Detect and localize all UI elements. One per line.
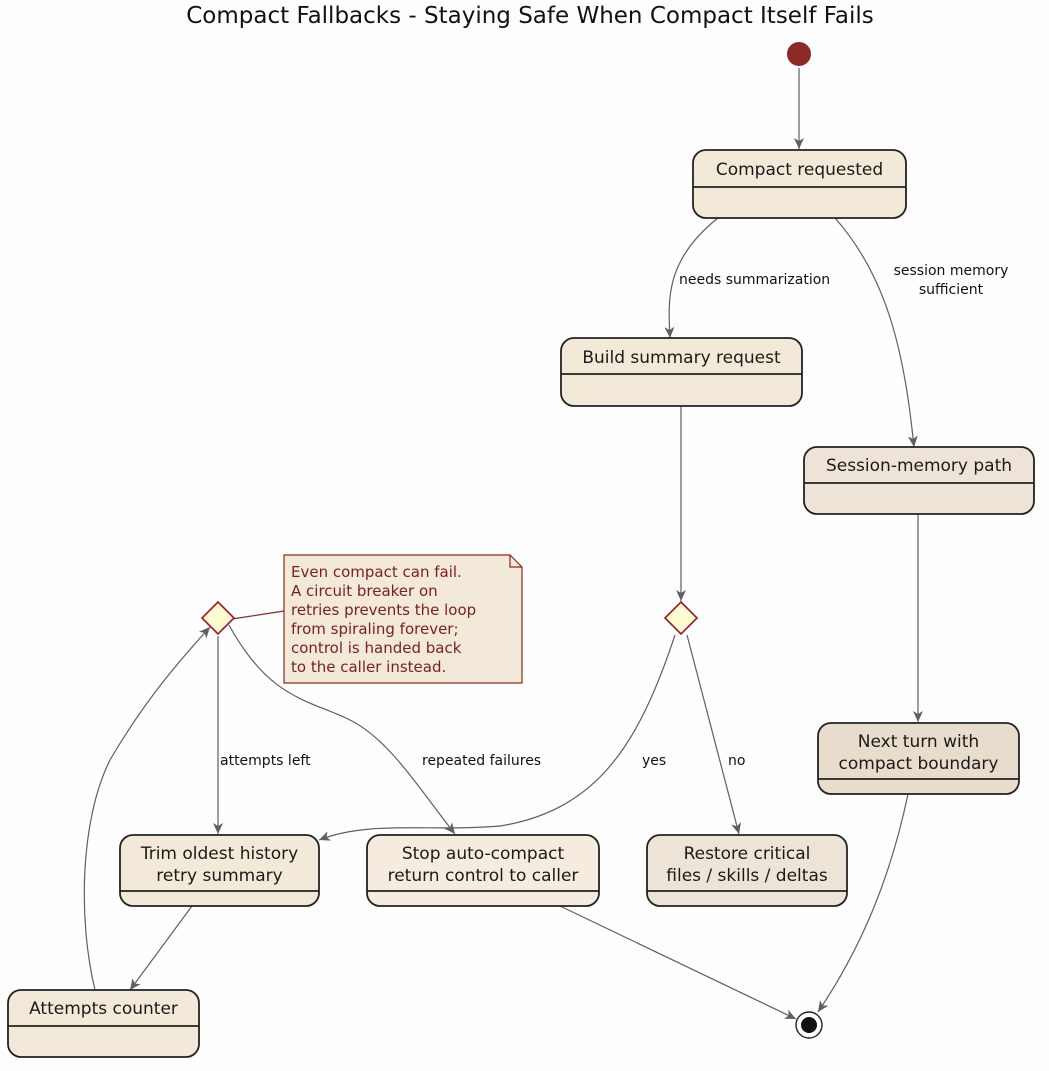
state-restore-critical-line-2: files / skills / deltas — [666, 866, 828, 886]
label-attempts-left: attempts left — [220, 753, 311, 769]
label-repeated-failures: repeated failures — [422, 753, 541, 769]
edge-choice-yes-to-trim — [318, 634, 676, 841]
label-repeated-failures-line: repeated failures — [422, 753, 541, 769]
label-yes-line: yes — [642, 753, 666, 769]
note-line-4: from spiraling forever; — [291, 620, 459, 638]
note-circuit-breaker: Even compact can fail. A circuit breaker… — [283, 554, 523, 684]
label-session-sufficient: session memory sufficient — [894, 263, 1009, 298]
state-build-summary-request-line: Build summary request — [582, 348, 781, 368]
state-attempts-counter: Attempts counter — [7, 989, 200, 1058]
state-build-summary-request: Build summary request — [560, 337, 803, 407]
label-needs-summarization-line: needs summarization — [679, 272, 830, 288]
state-compact-requested-name: Compact requested — [716, 160, 883, 180]
edge-note-connector — [231, 610, 285, 620]
state-next-turn-line-1: Next turn with — [858, 732, 979, 752]
note-text: Even compact can fail. A circuit breaker… — [291, 563, 481, 676]
label-session-sufficient-line-2: sufficient — [919, 282, 984, 298]
edge-stop-to-end — [559, 905, 797, 1020]
state-session-memory-path: Session-memory path — [803, 446, 1035, 515]
state-trim-history-line-2: retry summary — [156, 866, 282, 886]
edge-labels: needs summarization session memory suffic… — [220, 263, 1008, 769]
state-next-turn-line-2: compact boundary — [839, 754, 999, 774]
note-line-1: Even compact can fail. — [291, 563, 462, 581]
end-node — [795, 1011, 823, 1039]
note-line-3: retries prevents the loop — [291, 601, 476, 619]
state-stop-auto-compact-line-1: Stop auto-compact — [402, 844, 565, 864]
state-trim-history-line-1: Trim oldest history — [140, 844, 298, 864]
state-stop-auto-compact-line-2: return control to caller — [388, 866, 579, 886]
label-attempts-left-line: attempts left — [220, 753, 311, 769]
state-compact-requested: Compact requested — [692, 149, 907, 219]
label-no-line: no — [728, 753, 745, 769]
label-needs-summarization: needs summarization — [679, 272, 830, 288]
label-session-sufficient-line-1: session memory — [894, 263, 1009, 279]
state-restore-critical-line-1: Restore critical — [684, 844, 811, 864]
edges — [83, 68, 923, 1020]
note-line-6: to the caller instead. — [291, 658, 446, 676]
start-node — [787, 42, 811, 66]
state-session-memory-path-line: Session-memory path — [826, 456, 1012, 476]
edge-left-choice-to-stop — [228, 624, 456, 835]
state-session-memory-path-name: Session-memory path — [826, 456, 1012, 476]
label-yes: yes — [642, 753, 666, 769]
choice-diamond-left — [200, 600, 236, 636]
edge-choice-no-to-restore — [686, 634, 742, 835]
label-no: no — [728, 753, 745, 769]
edge-attempts-to-left-choice — [83, 626, 211, 991]
edge-compact-to-session-memory — [834, 217, 918, 448]
state-compact-requested-line: Compact requested — [716, 160, 883, 180]
state-build-summary-request-name: Build summary request — [582, 348, 781, 368]
note-line-2: A circuit breaker on — [291, 582, 438, 600]
note-line-5: control is handed back — [291, 639, 462, 657]
edge-compact-to-build-summary — [664, 217, 719, 339]
edge-trim-to-attempts — [129, 905, 193, 991]
diagram-title: Compact Fallbacks - Staying Safe When Co… — [186, 3, 873, 29]
state-attempts-counter-name: Attempts counter — [29, 999, 178, 1019]
choice-diamond-right — [663, 600, 699, 636]
state-attempts-counter-line: Attempts counter — [29, 999, 178, 1019]
edge-next-turn-to-end — [817, 793, 909, 1013]
